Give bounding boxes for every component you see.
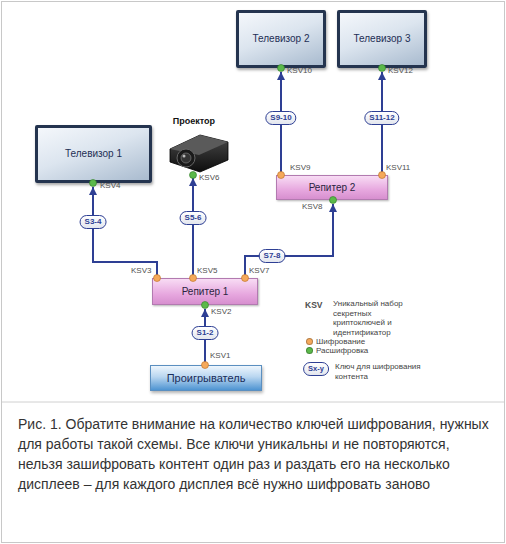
key-set-label: KSV11 [386,163,410,172]
projector-body [170,135,228,172]
key-set-label: KSV5 [197,266,217,275]
figure-caption: Рис. 1. Обратите внимание на количество … [18,414,490,494]
key-set-label: KSV8 [302,202,322,211]
node-title: Проигрыватель [167,372,246,385]
encrypt-dot [242,275,249,282]
key-sample: Sx-y [303,362,329,376]
legend-text: Уникальный набор секретных криптоключей … [333,299,421,337]
projector-lens [177,149,195,167]
legend-key: KSV [305,301,322,310]
encrypt-dot [202,362,209,369]
decrypt-dot [379,65,386,72]
node-title: Телевизор 1 [65,148,122,160]
legend-swatch [306,347,313,354]
node-title: Телевизор 3 [353,33,410,45]
caption-separator [2,402,504,403]
decrypt-dot [202,302,209,309]
node-title: Репитер 1 [182,286,229,298]
key-label: S11-12 [364,111,399,125]
key-set-label: KSV7 [249,266,269,275]
key-set-label: KSV1 [210,351,230,360]
key-label: S9-10 [265,111,296,125]
key-label: S7-8 [259,249,286,263]
legend-swatch [306,338,313,345]
projector-lens-inner [181,153,191,163]
player-box: Проигрыватель [150,365,262,391]
legend-text: Ключ для шифрования контента [335,362,427,381]
key-set-label: KSV2 [211,307,231,316]
legend-text: Расшифровка [316,346,406,356]
node-title: Телевизор 2 [252,33,309,45]
encrypt-dot [190,275,197,282]
key-label: S5-6 [180,211,207,225]
encrypt-dot [154,275,161,282]
key-set-label: KSV6 [199,173,219,182]
key-label: S1-2 [192,326,219,340]
tv-screen: Телевизор 1 [35,125,152,183]
key-set-label: KSV10 [287,66,312,75]
encrypt-dot [278,172,285,179]
node-title: Репитер 2 [309,182,356,194]
repeater-box: Репитер 2 [276,175,388,200]
key-set-label: KSV9 [290,163,310,172]
projector-illustration [170,135,228,172]
repeater-box: Репитер 1 [152,278,258,305]
decrypt-dot [190,172,197,179]
decrypt-dot [330,197,337,204]
tv-screen: Телевизор 3 [337,10,427,68]
tv-screen: Телевизор 2 [236,10,326,68]
key-link [192,178,194,278]
key-label: S3-4 [80,215,107,229]
key-link [245,204,333,278]
lens-highlight [183,155,186,158]
node-title: Проектор [173,116,215,126]
legend-text: Шифрование [316,337,406,347]
decrypt-dot [278,65,285,72]
key-set-label: KSV3 [131,266,151,275]
decrypt-dot [90,180,97,187]
key-set-label: KSV12 [388,66,413,75]
encrypt-dot [379,172,386,179]
key-link [93,187,157,278]
key-set-label: KSV4 [100,181,120,190]
